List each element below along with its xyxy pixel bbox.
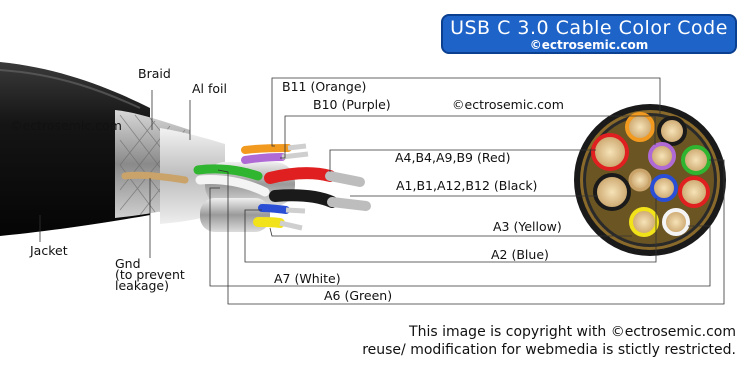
orange-wire xyxy=(241,144,292,154)
cable-cross-section xyxy=(574,104,726,256)
label-gnd: Gnd (to prevent leakage) xyxy=(115,256,185,293)
purple-wire xyxy=(241,153,286,164)
cable-jacket xyxy=(0,62,150,236)
xsec-white xyxy=(662,208,690,236)
xsec-black-2 xyxy=(593,173,631,211)
label-braid: Braid xyxy=(138,66,171,81)
copyright-line-1: This image is copyright with ©ectrosemic… xyxy=(409,324,736,340)
label-white: A7 (White) xyxy=(274,271,341,286)
label-black: A1,B1,A12,B12 (Black) xyxy=(396,178,538,193)
label-jacket: Jacket xyxy=(30,243,68,258)
xsec-drain xyxy=(628,168,652,192)
label-yellow: A3 (Yellow) xyxy=(493,219,562,234)
label-blue: A2 (Blue) xyxy=(491,247,549,262)
xsec-green xyxy=(681,145,711,175)
red-wire xyxy=(264,167,336,184)
label-al-foil: Al foil xyxy=(192,81,227,96)
xsec-blue xyxy=(650,174,678,202)
white-wire xyxy=(195,175,270,197)
watermark-center: ©ectrosemic.com xyxy=(452,97,564,112)
label-red: A4,B4,A9,B9 (Red) xyxy=(395,150,511,165)
title-sub: ©ectrosemic.com xyxy=(529,38,649,52)
label-green: A6 (Green) xyxy=(324,288,393,303)
xsec-black-1 xyxy=(657,116,687,146)
label-b11-orange: B11 (Orange) xyxy=(282,79,367,94)
xsec-orange xyxy=(625,112,655,142)
xsec-red-2 xyxy=(678,176,710,208)
gnd-drain-wire xyxy=(121,171,189,184)
black-wire xyxy=(269,189,338,208)
watermark-left: ©ectrosemic.com xyxy=(10,118,122,133)
yellow-wire xyxy=(253,217,285,228)
title-box: USB C 3.0 Cable Color Code ©ectrosemic.c… xyxy=(441,14,737,54)
xsec-yellow xyxy=(629,207,659,237)
blue-wire xyxy=(258,204,290,214)
xsec-purple xyxy=(648,142,676,170)
xsec-red-1 xyxy=(591,133,629,171)
leader-lines xyxy=(39,77,725,305)
title-main: USB C 3.0 Cable Color Code xyxy=(450,17,728,39)
green-wire xyxy=(193,164,263,181)
copyright-line-2: reuse/ modification for webmedia is stic… xyxy=(362,342,736,358)
label-b10-purple: B10 (Purple) xyxy=(313,97,391,112)
blue-yellow-pair-shield xyxy=(200,198,270,232)
cable-illustration xyxy=(0,62,371,236)
